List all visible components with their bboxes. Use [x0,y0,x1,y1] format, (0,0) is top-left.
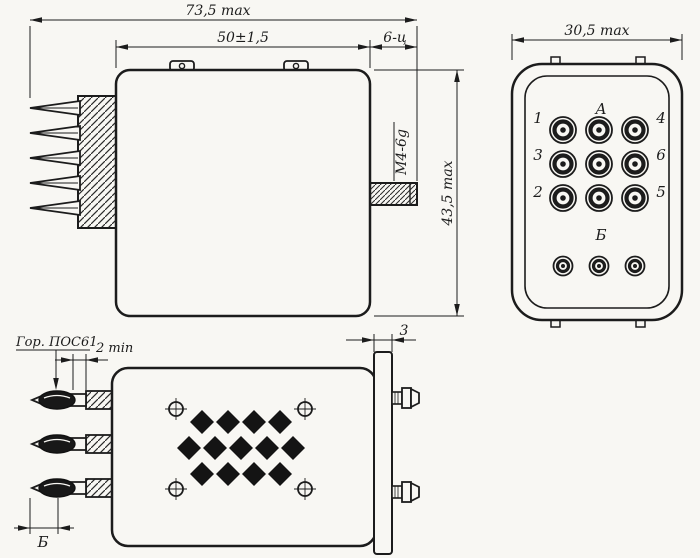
nut-collar [401,481,412,503]
dim-text-overall-length: 73,5 max [185,3,250,19]
solder-blob [38,478,76,498]
stud-shaft [391,391,403,405]
vent-diamond [242,462,266,486]
contact-pin [585,116,613,144]
face-view: 30,5 max 1 3 2 4 6 5 А Б [510,23,684,328]
mounting-holes [165,398,316,500]
vent-diamond [216,462,240,486]
vent-diamond [177,436,201,460]
vent-diamond [268,410,292,434]
pin-label-1: 1 [533,109,543,127]
solder-highlight [43,438,71,443]
solder-note-text: Гор. ПОС61 [15,335,98,350]
vent-diamond [281,436,305,460]
vent-diamond [255,436,279,460]
dim-text-overall-height: 43,5 max [440,160,456,226]
dim-text-body-length: 50±1,5 [217,30,269,46]
contact-pin [621,116,649,144]
solder-highlight [43,394,71,399]
vent-diamond-grid [177,410,305,486]
pin-header-block [77,95,117,229]
contact-pin [549,116,577,144]
thread-spec-text: М4-6g [394,129,410,176]
contact-pin [549,150,577,178]
relay-body-outline [114,68,372,318]
pin-label-6: 6 [656,146,666,164]
dim-text-connector-width: 30,5 max [564,23,629,39]
vent-diamond [229,436,253,460]
pin-label-b: Б [594,226,606,244]
bottom-view: 3 Гор. ПОС61 2 min [14,323,420,555]
pin-label-5: 5 [656,183,666,201]
pin-label-a: А [594,100,606,118]
side-pins [29,99,81,217]
pin-stub [85,434,113,454]
side-view: 73,5 max 50±1,5 6-ц М4-6g 43,5 max [29,3,464,318]
vent-diamond [203,436,227,460]
nut-tip [410,387,420,409]
pin-label-4: 4 [655,109,666,127]
coil-pin [624,255,646,277]
solder-blob [38,434,76,454]
pin-stub [85,390,113,410]
threaded-stud [369,182,418,206]
nut-collar [401,387,412,409]
solder-blob [38,390,76,410]
vent-diamond [216,410,240,434]
dim-text-flange: 3 [400,323,409,339]
flange-plate [373,351,393,555]
stud-bolt-top [391,387,420,409]
stud-bolt-bottom [391,481,420,503]
dim-text-stud-length: 6-ц [383,30,406,46]
contact-pin [585,150,613,178]
contact-pin [549,184,577,212]
vent-diamond [268,462,292,486]
ear-hole [178,62,186,70]
vent-diamond [190,462,214,486]
coil-pin [552,255,574,277]
stud-shaft [391,485,403,499]
dim-text-solder-gap: 2 min [95,341,133,356]
vent-diamond [190,410,214,434]
contact-pin [585,184,613,212]
soldered-pins [29,390,113,498]
solder-highlight [43,482,71,487]
ear-hole [292,62,300,70]
connector-contacts [549,116,649,277]
dim-text-pin-width: Б [36,533,48,551]
pin-label-2: 2 [532,183,543,201]
nut-tip [410,481,420,503]
vent-diamond [242,410,266,434]
pin-stub [85,478,113,498]
coil-pin [588,255,610,277]
contact-pin [621,150,649,178]
contact-pin [621,184,649,212]
connector-inner-outline [524,75,670,309]
pin-label-3: 3 [533,146,543,164]
